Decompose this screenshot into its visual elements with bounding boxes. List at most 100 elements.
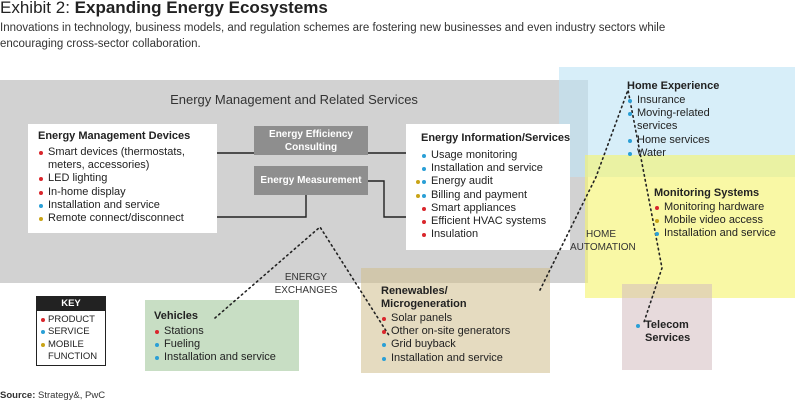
product-dot bbox=[422, 206, 426, 211]
exhibit-title: Exhibit 2: Expanding Energy Ecosystems bbox=[0, 0, 328, 18]
exhibit-subtitle: Innovations in technology, business mode… bbox=[0, 22, 666, 50]
list-item-text: Installation and service bbox=[664, 227, 776, 240]
legend-item-text: SERVICE bbox=[48, 326, 90, 338]
energy-management-label: Energy Management and Related Services bbox=[170, 92, 418, 107]
energy-measurement-box: Energy Measurement bbox=[254, 166, 368, 195]
list-item-text: Usage monitoring bbox=[431, 149, 518, 161]
list-item: Home services bbox=[627, 134, 745, 147]
telecom-list: Telecom Services bbox=[635, 319, 707, 345]
connector-measurement-to-info bbox=[217, 195, 307, 218]
legend-item-product: PRODUCT bbox=[37, 314, 105, 326]
source-label: Source: bbox=[0, 390, 36, 401]
product-dot bbox=[422, 233, 426, 238]
list-item-text: LED lighting bbox=[48, 172, 108, 185]
list-item-text: Monitoring hardware bbox=[664, 201, 765, 213]
product-dot bbox=[382, 317, 386, 321]
service-dot bbox=[155, 343, 159, 348]
vehicles-title: Vehicles bbox=[154, 310, 199, 322]
list-item: Moving-related services bbox=[627, 107, 745, 133]
list-item: Other on-site generators bbox=[381, 325, 549, 338]
home-experience-list: Insurance Moving-related services Home s… bbox=[627, 94, 745, 160]
energy-information-services-list: Usage monitoring Installation and servic… bbox=[416, 149, 569, 241]
energy-management-devices-list: Smart devices (thermostats, meters, acce… bbox=[38, 146, 213, 225]
telecom-services-label: Telecom Services bbox=[645, 319, 691, 345]
list-item-text: Installation and service bbox=[431, 162, 543, 175]
monitoring-systems-list: Monitoring hardware Mobile video access … bbox=[654, 201, 794, 241]
list-item-text: Energy audit bbox=[431, 175, 493, 188]
service-dot bbox=[655, 232, 659, 237]
product-dot bbox=[41, 318, 45, 322]
mobile-dot bbox=[39, 217, 43, 222]
product-dot bbox=[155, 330, 159, 334]
list-item: LED lighting bbox=[38, 172, 213, 185]
list-item-text: Billing and payment bbox=[431, 188, 528, 201]
list-item-text: Grid buyback bbox=[391, 338, 456, 351]
exhibit-number: Exhibit 2: bbox=[0, 0, 70, 17]
list-item-text: Moving-related services bbox=[637, 107, 710, 133]
product-dot bbox=[422, 220, 426, 225]
list-item: Installation and service bbox=[154, 351, 298, 364]
list-item-text: Stations bbox=[164, 325, 204, 337]
mobile-dot bbox=[416, 180, 420, 185]
source-text: Strategy&, PwC bbox=[38, 390, 106, 401]
product-dot bbox=[39, 177, 43, 182]
mobile-dot bbox=[655, 219, 659, 224]
renewables-list: Solar panels Other on-site generators Gr… bbox=[381, 312, 549, 365]
product-dot bbox=[39, 151, 43, 155]
list-item: Insulation bbox=[421, 228, 569, 241]
list-item-text: Mobile video access bbox=[664, 214, 764, 227]
list-item: Stations bbox=[154, 325, 298, 338]
energy-information-services-title: Energy Information/Services bbox=[421, 132, 571, 144]
list-item-text: Solar panels bbox=[391, 312, 453, 324]
energy-efficiency-consulting-box: Energy Efficiency Consulting bbox=[254, 126, 368, 155]
vehicles-list: Stations Fueling Installation and servic… bbox=[154, 325, 298, 365]
product-dot bbox=[39, 190, 43, 195]
energy-information-services-box bbox=[406, 124, 570, 250]
legend-item-mobile: MOBILE FUNCTION bbox=[37, 339, 105, 364]
service-dot bbox=[628, 112, 632, 117]
monitoring-systems-title: Monitoring Systems bbox=[654, 187, 760, 199]
list-item-text: Smart devices (thermostats, meters, acce… bbox=[48, 146, 185, 172]
renewables-region bbox=[361, 268, 550, 373]
service-dot bbox=[422, 193, 426, 198]
list-item: Smart devices (thermostats, meters, acce… bbox=[38, 146, 213, 172]
home-automation-label: HOME AUTOMATION bbox=[570, 229, 636, 253]
list-item-text: Water bbox=[637, 146, 666, 159]
list-item: Water bbox=[627, 147, 745, 160]
list-item-text: Insurance bbox=[637, 94, 686, 106]
energy-exchanges-label: ENERGY EXCHANGES bbox=[274, 272, 338, 296]
legend-key-title: KEY bbox=[37, 297, 105, 311]
service-dot bbox=[155, 356, 159, 361]
service-dot bbox=[628, 99, 632, 103]
list-item-text: Home services bbox=[637, 133, 710, 146]
service-dot bbox=[422, 154, 426, 158]
list-item: Telecom Services bbox=[635, 319, 707, 345]
list-item: Smart appliances bbox=[421, 202, 569, 215]
service-dot bbox=[39, 203, 43, 208]
list-item-text: Smart appliances bbox=[431, 201, 516, 214]
list-item: Installation and service bbox=[421, 162, 569, 175]
list-item: Usage monitoring bbox=[421, 149, 569, 162]
list-item: Energy audit bbox=[416, 175, 569, 188]
service-dot bbox=[422, 167, 426, 172]
service-dot bbox=[422, 180, 426, 185]
energy-management-devices-title: Energy Management Devices bbox=[38, 130, 191, 142]
list-item: Remote connect/disconnect bbox=[38, 212, 213, 225]
list-item: Grid buyback bbox=[381, 338, 549, 351]
monitoring-systems-region bbox=[585, 155, 795, 298]
list-item: Monitoring hardware bbox=[654, 201, 794, 214]
list-item: Installation and service bbox=[654, 227, 794, 240]
legend-item-service: SERVICE bbox=[37, 326, 105, 338]
mobile-dot bbox=[41, 342, 45, 347]
legend-key-list: PRODUCT SERVICE MOBILE FUNCTION bbox=[37, 314, 105, 363]
service-dot bbox=[41, 330, 45, 335]
list-item-text: Fueling bbox=[164, 338, 201, 351]
list-item-text: Other on-site generators bbox=[391, 325, 511, 338]
list-item: Solar panels bbox=[381, 312, 549, 325]
list-item: Fueling bbox=[154, 338, 298, 351]
list-item-text: Efficient HVAC systems bbox=[431, 215, 547, 228]
home-experience-title: Home Experience bbox=[627, 80, 720, 92]
service-dot bbox=[636, 324, 640, 328]
exhibit-title-text: Expanding Energy Ecosystems bbox=[74, 0, 328, 17]
legend-item-text: PRODUCT bbox=[48, 314, 95, 325]
